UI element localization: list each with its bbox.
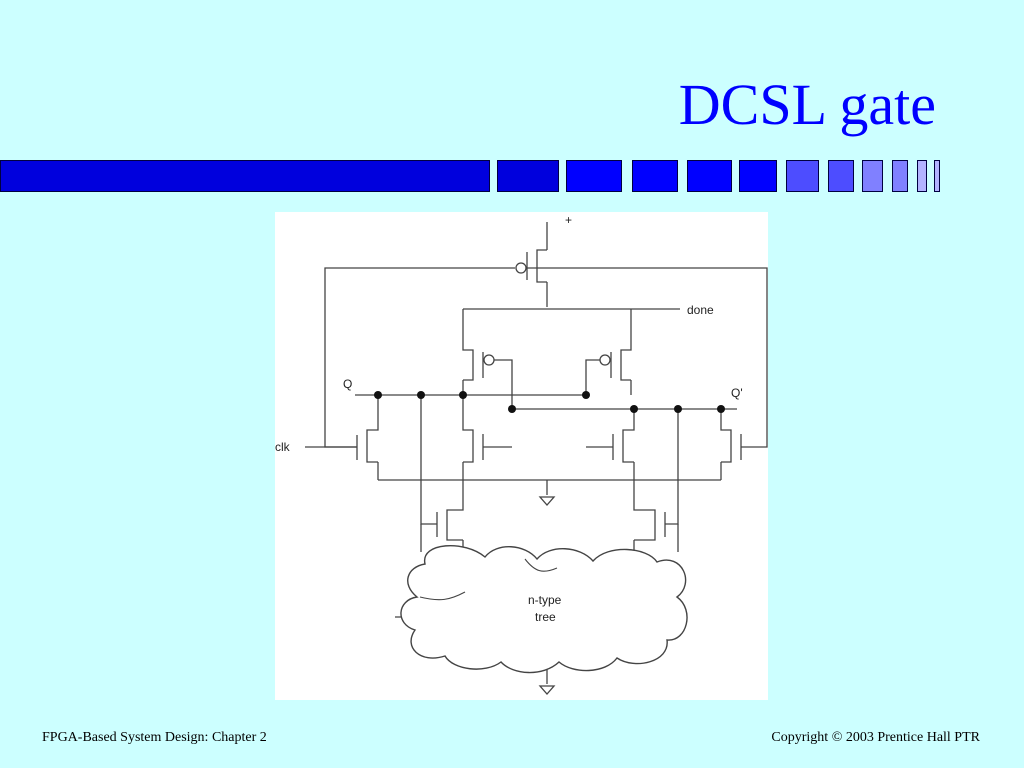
tree-label-line2: tree xyxy=(535,610,556,624)
junction-dot xyxy=(674,405,682,413)
bar-segment xyxy=(497,160,559,192)
q-prime-label: Q' xyxy=(731,386,743,400)
supply-label: + xyxy=(565,213,572,227)
junction-dot xyxy=(459,391,467,399)
bar-segment xyxy=(892,160,908,192)
tree-label-line1: n-type xyxy=(528,593,562,607)
clk-label: clk xyxy=(275,440,291,454)
q-label: Q xyxy=(343,377,352,391)
done-label: done xyxy=(687,303,714,317)
junction-dot xyxy=(374,391,382,399)
junction-dot xyxy=(630,405,638,413)
circuit-schematic: + done Q Q' clk n-type tree xyxy=(275,213,768,695)
junction-dot xyxy=(582,391,590,399)
n-type-tree-cloud xyxy=(400,545,688,674)
footer-left: FPGA-Based System Design: Chapter 2 xyxy=(42,730,267,745)
decorative-bar-row xyxy=(0,160,944,194)
bar-segment xyxy=(862,160,883,192)
bar-segment xyxy=(786,160,819,192)
dcsl-circuit-diagram: + done Q Q' clk n-type tree xyxy=(275,212,768,700)
slide-title: DCSL gate xyxy=(678,72,936,137)
bar-segment xyxy=(934,160,940,192)
bar-segment xyxy=(828,160,854,192)
bar-segment xyxy=(566,160,622,192)
bar-segment xyxy=(632,160,678,192)
junction-dot xyxy=(417,391,425,399)
bar-segment xyxy=(739,160,777,192)
bar-segment xyxy=(917,160,927,192)
bar-segment xyxy=(0,160,490,192)
junction-dot xyxy=(508,405,516,413)
bar-segment xyxy=(687,160,732,192)
footer-right: Copyright © 2003 Prentice Hall PTR xyxy=(771,730,980,745)
junction-dot xyxy=(717,405,725,413)
